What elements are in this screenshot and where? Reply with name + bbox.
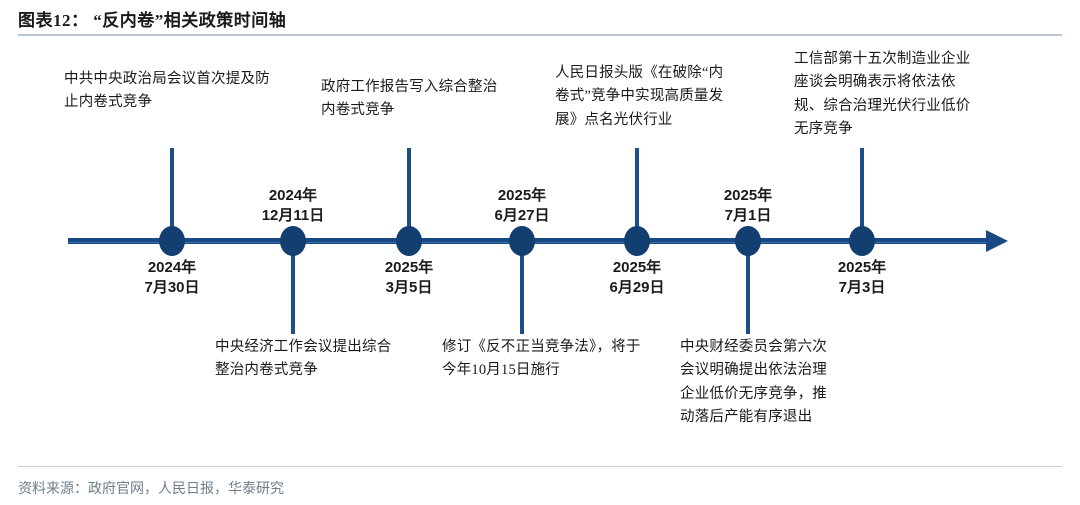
event-marker-dot[interactable]	[849, 226, 875, 256]
event-description: 人民日报头版《在破除“内卷式”竞争中实现高质量发展》点名光伏行业	[555, 65, 724, 128]
event-connector-line	[407, 148, 411, 242]
event-description: 政府工作报告写入综合整治内卷式竞争	[321, 79, 498, 119]
event-date-label: 2025年 3月5日	[384, 259, 434, 296]
event-date-label: 2025年 6月29日	[609, 259, 665, 296]
page-title: 图表12： “反内卷”相关政策时间轴	[18, 11, 287, 30]
event-description: 工信部第十五次制造业企业座谈会明确表示将依法依规、综合治理光伏行业低价无序竞争	[794, 51, 971, 138]
event-marker-dot[interactable]	[509, 226, 535, 256]
footer-divider	[18, 466, 1062, 467]
source-note: 资料来源：政府官网，人民日报，华泰研究	[18, 482, 284, 497]
event-marker-dot[interactable]	[280, 226, 306, 256]
event-description: 中央经济工作会议提出综合整治内卷式竞争	[215, 339, 392, 379]
event-date-label: 2024年 7月30日	[144, 259, 200, 296]
event-marker-dot[interactable]	[735, 226, 761, 256]
event-date-label: 2025年 7月1日	[723, 187, 773, 224]
event-description: 中央财经委员会第六次会议明确提出依法治理企业低价无序竞争，推动落后产能有序退出	[680, 339, 827, 426]
event-date-label: 2025年 6月27日	[494, 187, 550, 224]
event-marker-dot[interactable]	[624, 226, 650, 256]
arrow-right-icon	[986, 230, 1008, 252]
event-date-label: 2025年 7月3日	[837, 259, 887, 296]
event-connector-line	[746, 240, 750, 334]
event-marker-dot[interactable]	[159, 226, 185, 256]
event-description: 修订《反不正当竞争法》，将于今年10月15日施行	[442, 339, 641, 379]
event-connector-line	[635, 148, 639, 242]
event-date-label: 2024年 12月11日	[261, 187, 325, 224]
header-divider	[18, 34, 1062, 36]
event-connector-line	[520, 240, 524, 334]
event-description: 中共中央政治局会议首次提及防止内卷式竞争	[64, 71, 270, 111]
event-connector-line	[860, 148, 864, 242]
event-connector-line	[291, 240, 295, 334]
figure-header: 图表12： “反内卷”相关政策时间轴	[0, 0, 1080, 36]
event-marker-dot[interactable]	[396, 226, 422, 256]
event-connector-line	[170, 148, 174, 242]
